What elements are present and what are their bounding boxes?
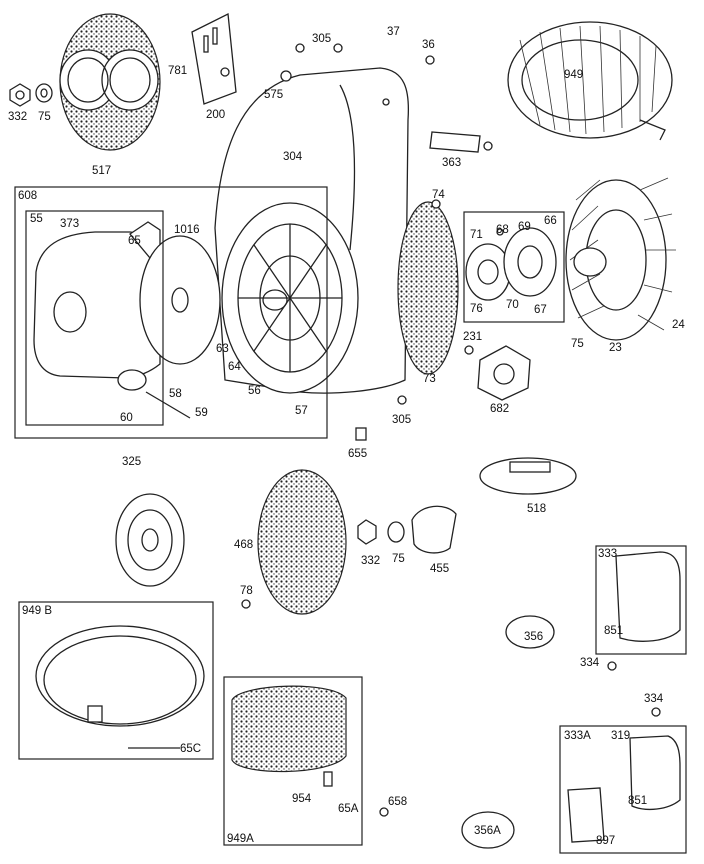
part-label: 356A (474, 825, 501, 837)
part-label: 332 (8, 111, 27, 123)
wire-518 (479, 457, 577, 495)
group-box-333 (595, 545, 687, 655)
part-label: 781 (168, 65, 187, 77)
shroud-949 (507, 21, 673, 141)
part-label: 949 (564, 69, 583, 81)
part-label: 58 (169, 388, 182, 400)
part-label: 333 (598, 548, 617, 560)
part-label: 24 (672, 319, 685, 331)
part-label: 75 (571, 338, 584, 350)
guard-949B (35, 625, 205, 727)
part-label: 23 (609, 342, 622, 354)
group-box-55 (25, 210, 164, 426)
decal-1016 (139, 235, 221, 365)
part-label: 76 (470, 303, 483, 315)
part-label: 65A (338, 803, 359, 815)
screen-949A (231, 685, 347, 773)
part-label: 66 (544, 215, 557, 227)
part-label: 59 (195, 407, 208, 419)
part-label: 319 (611, 730, 630, 742)
screen-468 (257, 469, 347, 615)
rotating-screen-73 (397, 201, 459, 375)
part-label: 373 (60, 218, 79, 230)
group-box-66 (463, 211, 565, 323)
part-label: 65 (128, 235, 141, 247)
part-label: 518 (527, 503, 546, 515)
part-label: 468 (234, 539, 253, 551)
part-label: 67 (534, 304, 547, 316)
part-label: 333A (564, 730, 591, 742)
part-label: 334 (644, 693, 664, 705)
part-label: 231 (463, 331, 482, 343)
armature-333 (505, 551, 681, 649)
part-label: 655 (348, 448, 367, 460)
group-box-949A (223, 676, 363, 846)
flywheel-23 (565, 177, 676, 341)
part-label: 75 (392, 553, 405, 565)
part-label: 78 (240, 585, 253, 597)
part-label: 56 (248, 385, 261, 397)
part-label: 363 (442, 157, 461, 169)
bracket-682 (477, 345, 531, 401)
part-label: 949A (227, 833, 254, 845)
armature-333A (461, 735, 681, 849)
part-label: 954 (292, 793, 312, 805)
part-label: 71 (470, 229, 483, 241)
part-label: 68 (496, 224, 509, 236)
part-label: 305 (392, 414, 411, 426)
part-label: 37 (387, 26, 400, 38)
illustrations (9, 12, 681, 849)
part-label: 1016 (174, 224, 200, 236)
part-label: 575 (264, 89, 283, 101)
part-label: 70 (506, 299, 519, 311)
nut-washer-455 (357, 505, 457, 554)
part-label: 517 (92, 165, 111, 177)
part-label: 69 (518, 221, 531, 233)
part-label: 64 (228, 361, 241, 373)
part-label: 332 (361, 555, 380, 567)
part-label: 334 (580, 657, 600, 669)
part-label: 455 (430, 563, 449, 575)
part-label: 60 (120, 412, 133, 424)
part-label: 65C (180, 743, 201, 755)
part-label: 200 (206, 109, 225, 121)
washer-75-top (35, 83, 53, 103)
part-label: 63 (216, 343, 229, 355)
part-label: 682 (490, 403, 509, 415)
rewind-starter-55 (33, 221, 191, 419)
part-label: 356 (524, 631, 543, 643)
group-box-949B (18, 601, 214, 760)
part-label: 74 (432, 189, 445, 201)
terminal-363 (429, 131, 493, 153)
hardware (128, 43, 661, 817)
bracket-200 (191, 12, 237, 105)
group-box-608 (14, 186, 328, 439)
part-labels: 332 75 781 200 517 305 37 36 575 949 304… (8, 26, 685, 847)
part-label: 325 (122, 456, 141, 468)
part-label: 949 B (22, 605, 52, 617)
part-label: 608 (18, 190, 37, 202)
air-cleaner-element-517 (59, 13, 161, 151)
blower-housing-304 (214, 67, 410, 394)
part-label: 55 (30, 213, 43, 225)
part-label: 36 (422, 39, 435, 51)
part-label: 304 (283, 151, 303, 163)
part-label: 897 (596, 835, 615, 847)
group-box-333A (559, 725, 687, 854)
part-label: 658 (388, 796, 407, 808)
part-label: 851 (604, 625, 623, 637)
part-label: 75 (38, 111, 51, 123)
nut-332-top (9, 83, 31, 107)
part-label: 73 (423, 373, 436, 385)
starter-clutch-66-group (465, 227, 557, 301)
part-label: 851 (628, 795, 647, 807)
part-label: 305 (312, 33, 331, 45)
pulley-325 (115, 493, 185, 587)
part-label: 57 (295, 405, 308, 417)
